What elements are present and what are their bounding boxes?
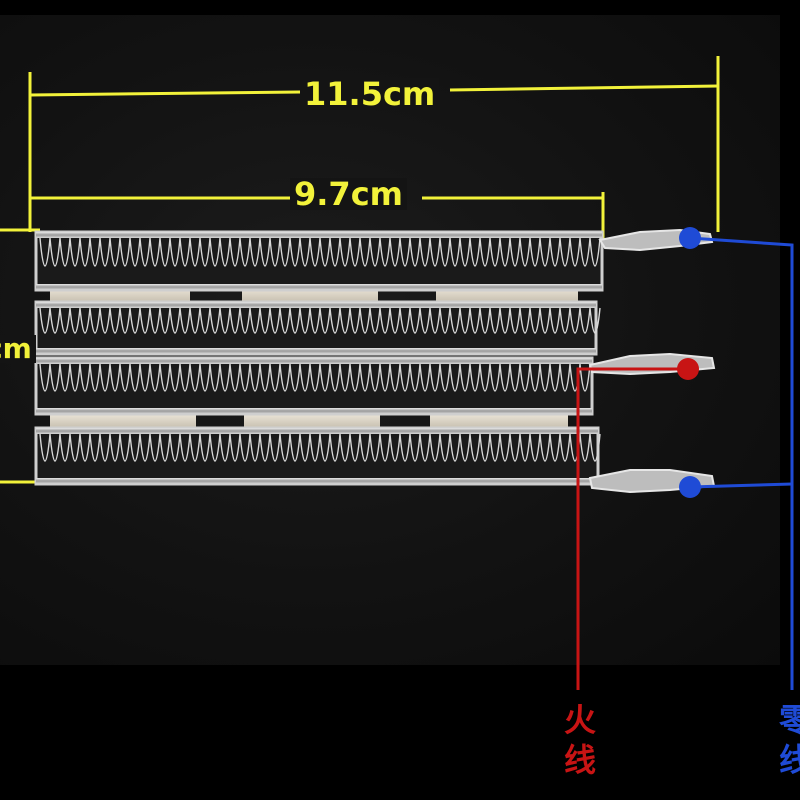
fin-coil bbox=[39, 237, 601, 267]
fin-coil bbox=[39, 433, 601, 462]
neutral-wire bbox=[689, 236, 794, 690]
neutral-wire-top bbox=[689, 236, 794, 690]
live-connection-dot bbox=[677, 358, 699, 380]
live-wire bbox=[576, 367, 688, 690]
heating-fin-rows bbox=[34, 230, 604, 486]
fin-row-top-plate bbox=[36, 302, 596, 308]
fin-row-top-plate bbox=[36, 232, 602, 238]
outer-width-line-left bbox=[29, 90, 301, 97]
height-label: cm bbox=[0, 335, 36, 363]
fin-row-top-plate bbox=[36, 358, 592, 364]
inner-width-label: 9.7cm bbox=[290, 178, 407, 210]
live-wire-label: 火 线 bbox=[563, 701, 596, 779]
fin-coil bbox=[39, 307, 601, 334]
neutral-wire-label: 零 线 bbox=[778, 701, 800, 779]
fin-row-bottom-plate bbox=[36, 408, 592, 414]
outer-width-line-right bbox=[449, 84, 719, 92]
neutral-connection-dot bbox=[679, 227, 701, 249]
fin-row-top-plate bbox=[36, 428, 598, 434]
dimension-lines bbox=[0, 56, 720, 484]
fin-coil bbox=[39, 363, 591, 392]
fin-row-bottom-plate bbox=[36, 284, 602, 290]
outer-width-label: 11.5cm bbox=[300, 78, 440, 110]
fin-row-bottom-plate bbox=[36, 478, 598, 484]
neutral-wire-bottom bbox=[689, 482, 793, 489]
fin-row-bottom-plate bbox=[36, 348, 596, 354]
neutral-connection-dot bbox=[679, 476, 701, 498]
